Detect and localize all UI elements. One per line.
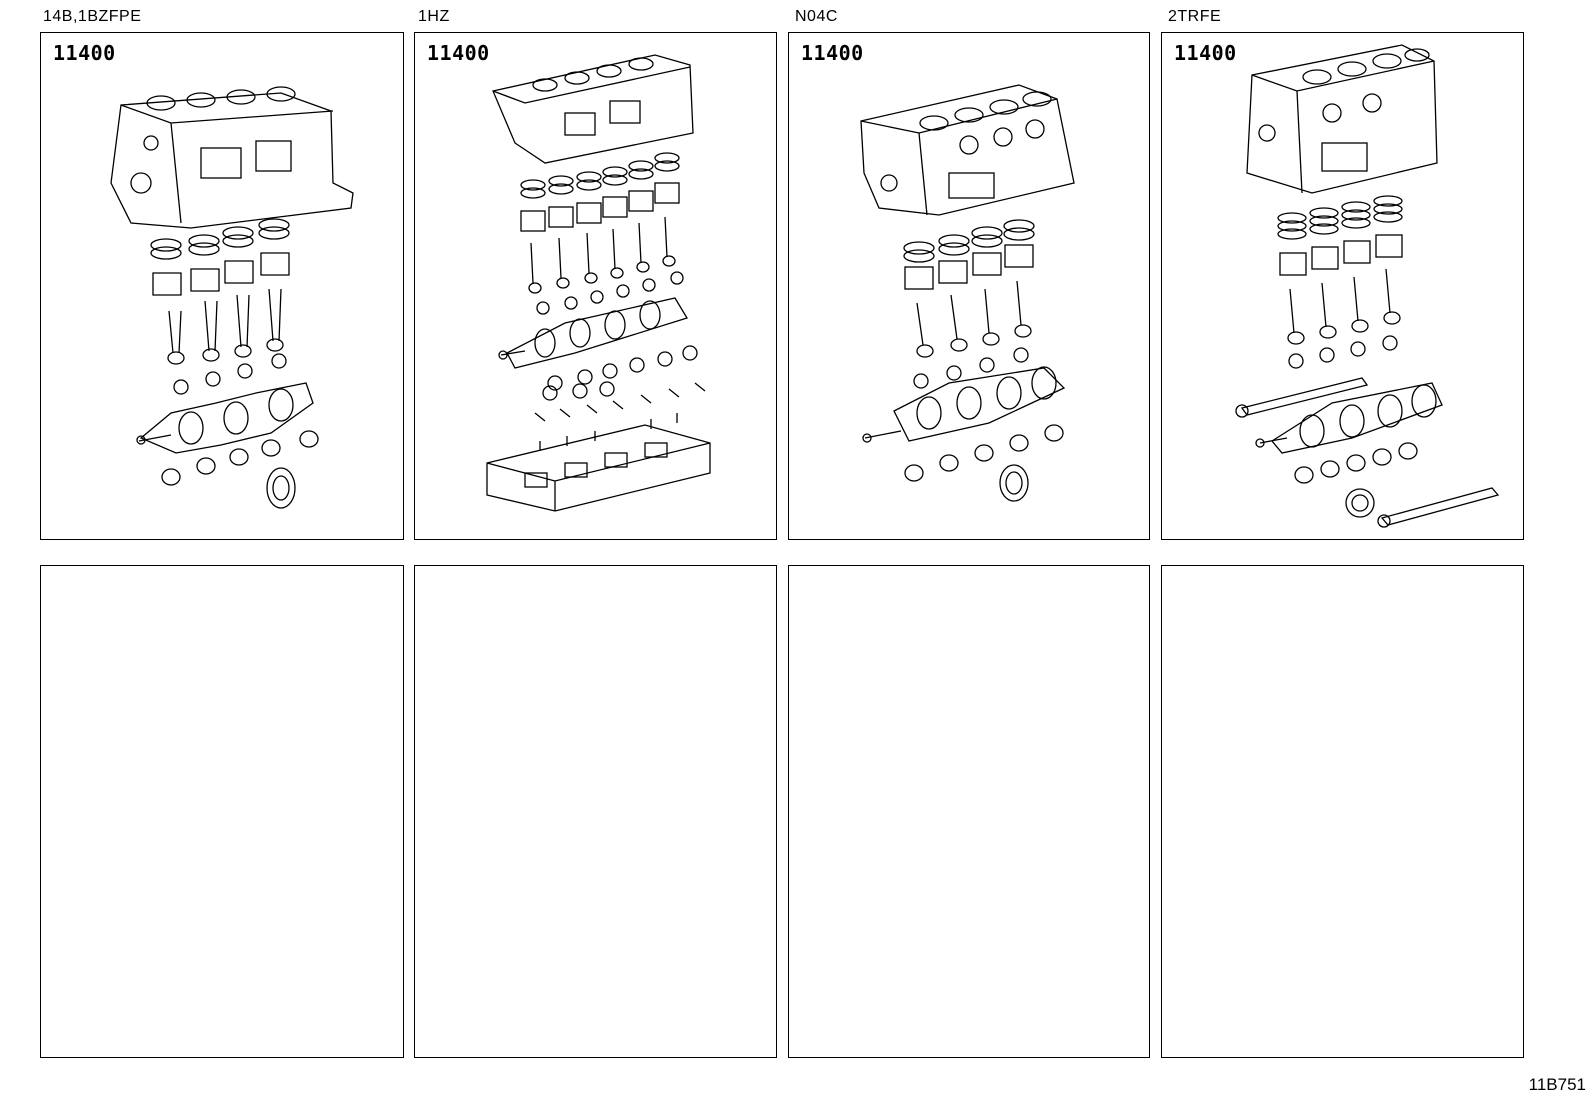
part-number: 11400	[1174, 41, 1237, 65]
empty-panel-4	[1161, 565, 1524, 1058]
engine-illustration-1	[110, 86, 354, 509]
engine-illustration-2	[486, 54, 711, 512]
reference-code: 11B751	[1528, 1075, 1586, 1094]
engine-label-3: N04C	[795, 8, 838, 25]
engine-label-4: 2TRFE	[1168, 8, 1222, 25]
empty-panel-1	[40, 565, 404, 1058]
empty-panel-3	[788, 565, 1150, 1058]
engine-illustration-3	[860, 84, 1075, 502]
engine-label-2: 1HZ	[418, 8, 450, 25]
part-number: 11400	[53, 41, 116, 65]
empty-panel-2	[414, 565, 777, 1058]
parts-panel-2[interactable]: 11400	[414, 32, 777, 540]
engine-illustration-4	[1235, 44, 1500, 528]
engine-label-1: 14B,1BZFPE	[43, 8, 142, 25]
parts-panel-1[interactable]: 11400	[40, 32, 404, 540]
part-number: 11400	[427, 41, 490, 65]
parts-panel-4[interactable]: 11400	[1161, 32, 1524, 540]
parts-panel-3[interactable]: 11400	[788, 32, 1150, 540]
part-number: 11400	[801, 41, 864, 65]
